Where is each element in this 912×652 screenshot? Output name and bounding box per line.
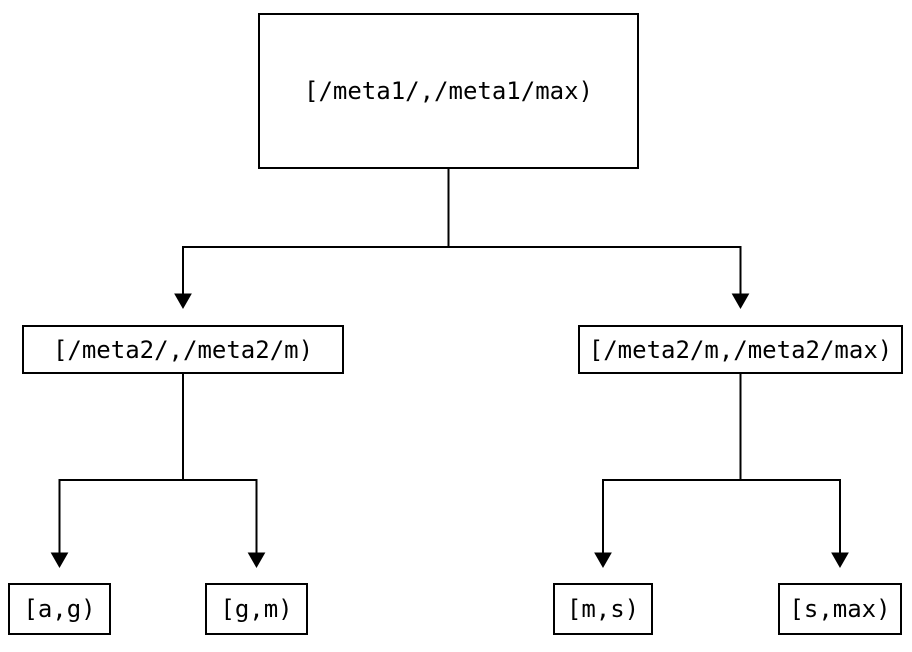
node-leaf-ag-label: [a,g) <box>23 595 96 623</box>
node-leaf-gm-label: [g,m) <box>220 595 293 623</box>
arrowhead-leaf-ms <box>594 552 612 569</box>
node-leaf-ms: [m,s) <box>553 583 653 635</box>
node-leaf-smax: [s,max) <box>778 583 902 635</box>
node-leaf-gm: [g,m) <box>205 583 308 635</box>
arrowhead-leaf-ag <box>50 552 69 569</box>
arrowhead-leaf-smax <box>831 552 849 569</box>
node-leaf-ag: [a,g) <box>8 583 111 635</box>
arrowhead-leaf-gm <box>247 552 266 569</box>
node-mid-right-label: [/meta2/m,/meta2/max) <box>588 335 893 364</box>
node-mid-left: [/meta2/,/meta2/m) <box>22 325 344 374</box>
node-mid-left-label: [/meta2/,/meta2/m) <box>52 335 314 364</box>
node-leaf-smax-label: [s,max) <box>789 595 891 623</box>
node-leaf-ms-label: [m,s) <box>566 595 640 623</box>
node-mid-right: [/meta2/m,/meta2/max) <box>578 325 903 374</box>
arrowhead-mid-right <box>731 293 750 310</box>
arrowhead-mid-left <box>174 293 192 310</box>
node-root-label: [/meta1/,/meta1/max) <box>304 77 593 105</box>
node-root: [/meta1/,/meta1/max) <box>258 13 639 169</box>
